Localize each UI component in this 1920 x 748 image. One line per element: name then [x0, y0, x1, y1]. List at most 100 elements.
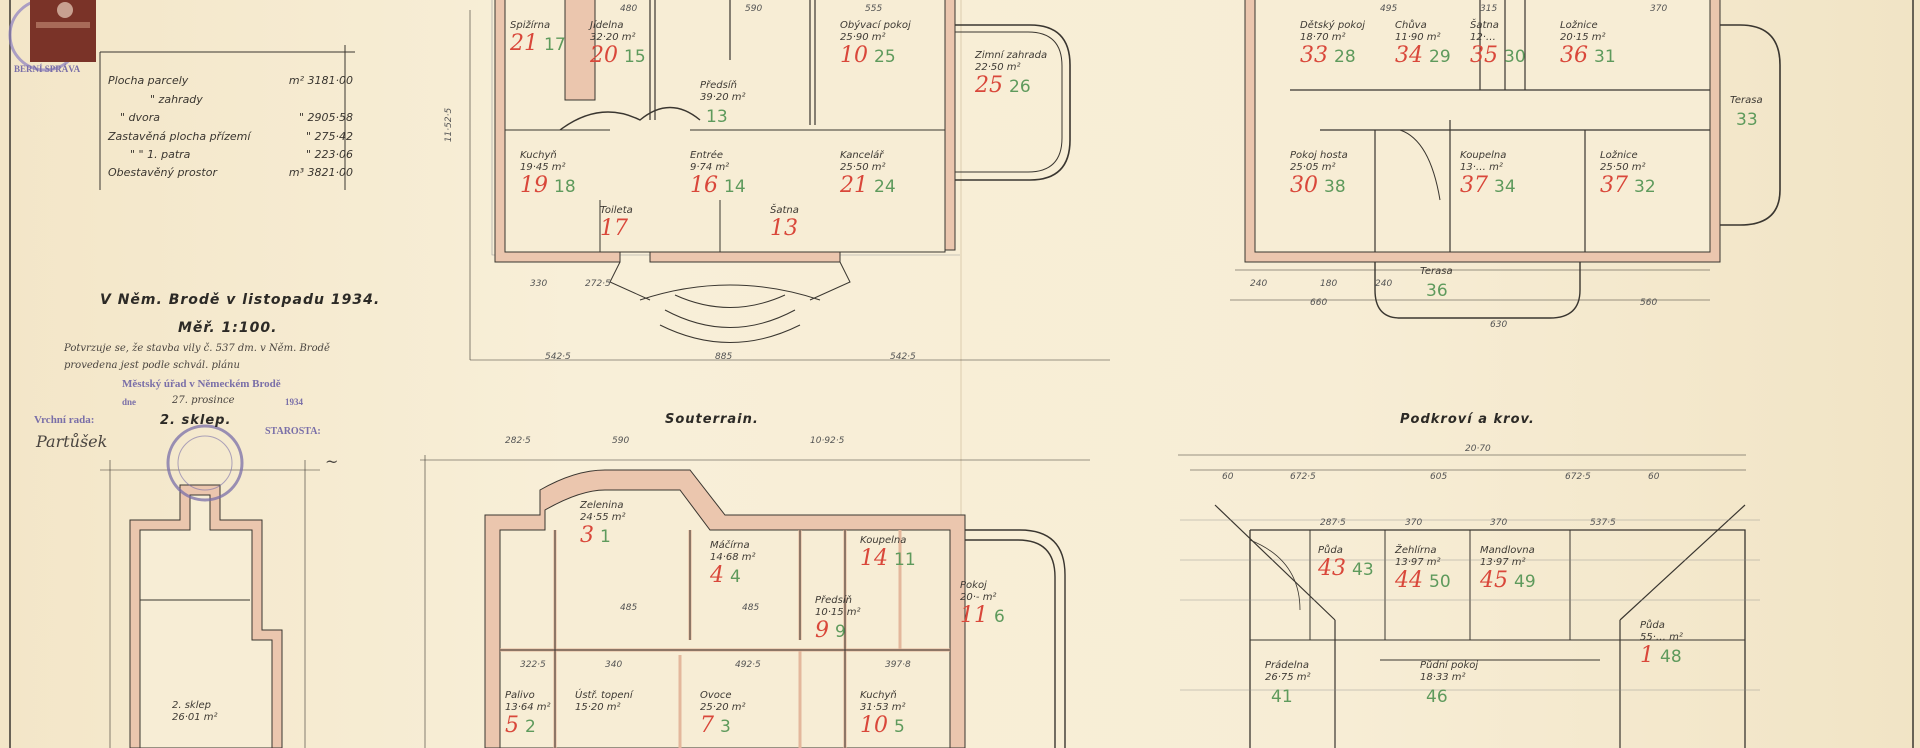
room-number-red: 13 — [770, 216, 798, 241]
dimension: 397·8 — [885, 660, 911, 670]
dimension: 340 — [605, 660, 623, 670]
room-number-red: 4 — [710, 563, 724, 588]
mayor-title: STAROSTA: — [265, 426, 321, 437]
official-title: Vrchní rada: — [34, 414, 95, 426]
area-table-frame — [99, 45, 355, 190]
handwritten-note: provedena jest podle schvál. plánu — [64, 360, 240, 371]
room-number-red: 35 — [1470, 43, 1498, 68]
dimension: 480 — [620, 4, 638, 14]
room-number-red: 10 — [840, 43, 868, 68]
attic-title: Podkroví a krov. — [1400, 412, 1535, 427]
dimension: 495 — [1380, 4, 1398, 14]
room-number-green: 18 — [554, 177, 576, 197]
room-number-red: 33 — [1300, 43, 1328, 68]
dimension: 370 — [1650, 4, 1668, 14]
room-number-red: 44 — [1395, 568, 1423, 593]
handwritten-note: Potvrzuje se, že stavba vily č. 537 dm. … — [64, 343, 330, 354]
room-number-red: 34 — [1395, 43, 1423, 68]
office-stamp: Městský úřad v Německém Brodě — [122, 378, 281, 390]
room-number-green: 34 — [1494, 177, 1516, 197]
room-number-red: 37 — [1600, 173, 1628, 198]
room-number-green: 31 — [1594, 47, 1616, 67]
area-table-row: " " 1. patra" 223·06 — [130, 148, 353, 161]
dimension: 590 — [745, 4, 763, 14]
place-date: V Něm. Brodě v listopadu 1934. — [100, 292, 381, 308]
round-stamp-text: BERNÍ SPRÁVA — [14, 64, 81, 74]
dimension: 542·5 — [545, 352, 571, 362]
room-number-red: 30 — [1290, 173, 1318, 198]
ground-floor-plan — [469, 0, 1110, 361]
room-number-red: 45 — [1480, 568, 1508, 593]
dimension: 20·70 — [1465, 444, 1491, 454]
room-number-red: 37 — [1460, 173, 1488, 198]
souterrain-title: Souterrain. — [665, 412, 759, 427]
room-number-red: 11 — [960, 603, 988, 628]
room-number-green: 2 — [525, 717, 536, 737]
room-number-red: 16 — [690, 173, 718, 198]
dimension: 555 — [865, 4, 883, 14]
dimension: 660 — [1310, 298, 1328, 308]
room-number-green: 49 — [1514, 572, 1536, 592]
office-stamp-date-prefix: dne — [122, 397, 137, 407]
room-number-green: 24 — [874, 177, 896, 197]
room-number-green: 25 — [874, 47, 896, 67]
room-number-green: 4 — [730, 567, 741, 587]
dimension: 180 — [1320, 279, 1338, 289]
dimension: 240 — [1375, 279, 1393, 289]
souterrain-plan — [420, 455, 1090, 748]
second-cellar-plan — [100, 460, 320, 748]
revenue-stamp — [8, 0, 96, 72]
room-number-green: 6 — [994, 607, 1005, 627]
room-number-green: 32 — [1634, 177, 1656, 197]
dimension: 330 — [530, 279, 548, 289]
dimension: 282·5 — [505, 436, 531, 446]
dimension: 537·5 — [1590, 518, 1616, 528]
area-table-row: Zastavěná plocha přízemí" 275·42 — [108, 130, 353, 143]
dimension: 10·92·5 — [810, 436, 845, 446]
area-table-row: " zahrady — [150, 93, 203, 106]
room-number-green: 36 — [1426, 281, 1448, 301]
room-number-red: 14 — [860, 546, 888, 571]
dimension: 272·5 — [585, 279, 611, 289]
dimension: 492·5 — [735, 660, 761, 670]
room-number-green: 48 — [1660, 647, 1682, 667]
room-number-green: 26 — [1009, 77, 1031, 97]
room-number-green: 13 — [706, 107, 728, 127]
dimension: 370 — [1405, 518, 1423, 528]
room-number-red: 3 — [580, 523, 594, 548]
area-table-row: " dvora" 2905·58 — [120, 111, 353, 124]
room-number-red: 9 — [815, 618, 829, 643]
room-number-green: 3 — [720, 717, 731, 737]
room-number-green: 15 — [624, 47, 646, 67]
dimension: 590 — [612, 436, 630, 446]
second-cellar-title: 2. sklep. — [160, 413, 232, 428]
room-number-red: 1 — [1640, 643, 1654, 668]
room-number-red: 21 — [840, 173, 868, 198]
scale-label: Měř. 1:100. — [178, 320, 278, 336]
paper-fold — [960, 0, 962, 748]
dimension: 885 — [715, 352, 733, 362]
dimension: 672·5 — [1290, 472, 1316, 482]
room-number-red: 21 — [510, 31, 538, 56]
